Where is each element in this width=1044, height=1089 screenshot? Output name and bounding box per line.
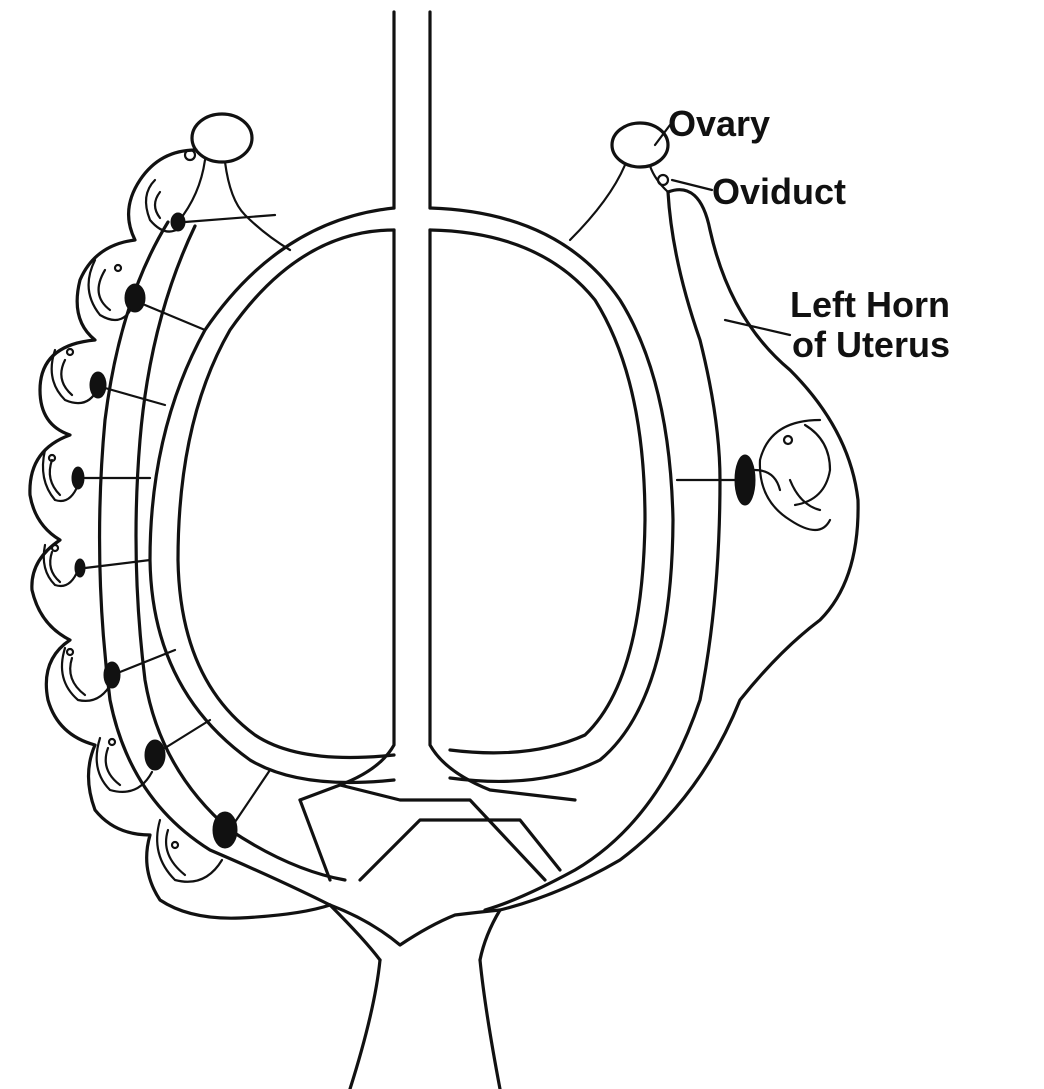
left-horn-label: Left Horn of Uterus [790,285,950,365]
left-horn-leader [725,320,790,335]
right-ovary-group [570,123,668,240]
embryo [43,450,150,501]
left-vessel-ring [150,208,394,783]
left-ovary [192,114,252,162]
embryo [62,648,175,701]
oviduct-label: Oviduct [712,172,846,212]
central-vessel [300,12,575,800]
right-vessel-ring [430,208,673,781]
label-leaders [655,125,790,335]
embryo [44,545,150,586]
left-uterine-horn [100,222,345,905]
right-embryo [677,420,830,530]
right-ovary [612,123,668,167]
lower-vessels [300,785,560,880]
cervix-vagina [330,905,500,1089]
embryo [89,260,205,330]
embryo [97,720,210,792]
ovary-label: Ovary [668,104,770,144]
embryo [157,770,270,882]
